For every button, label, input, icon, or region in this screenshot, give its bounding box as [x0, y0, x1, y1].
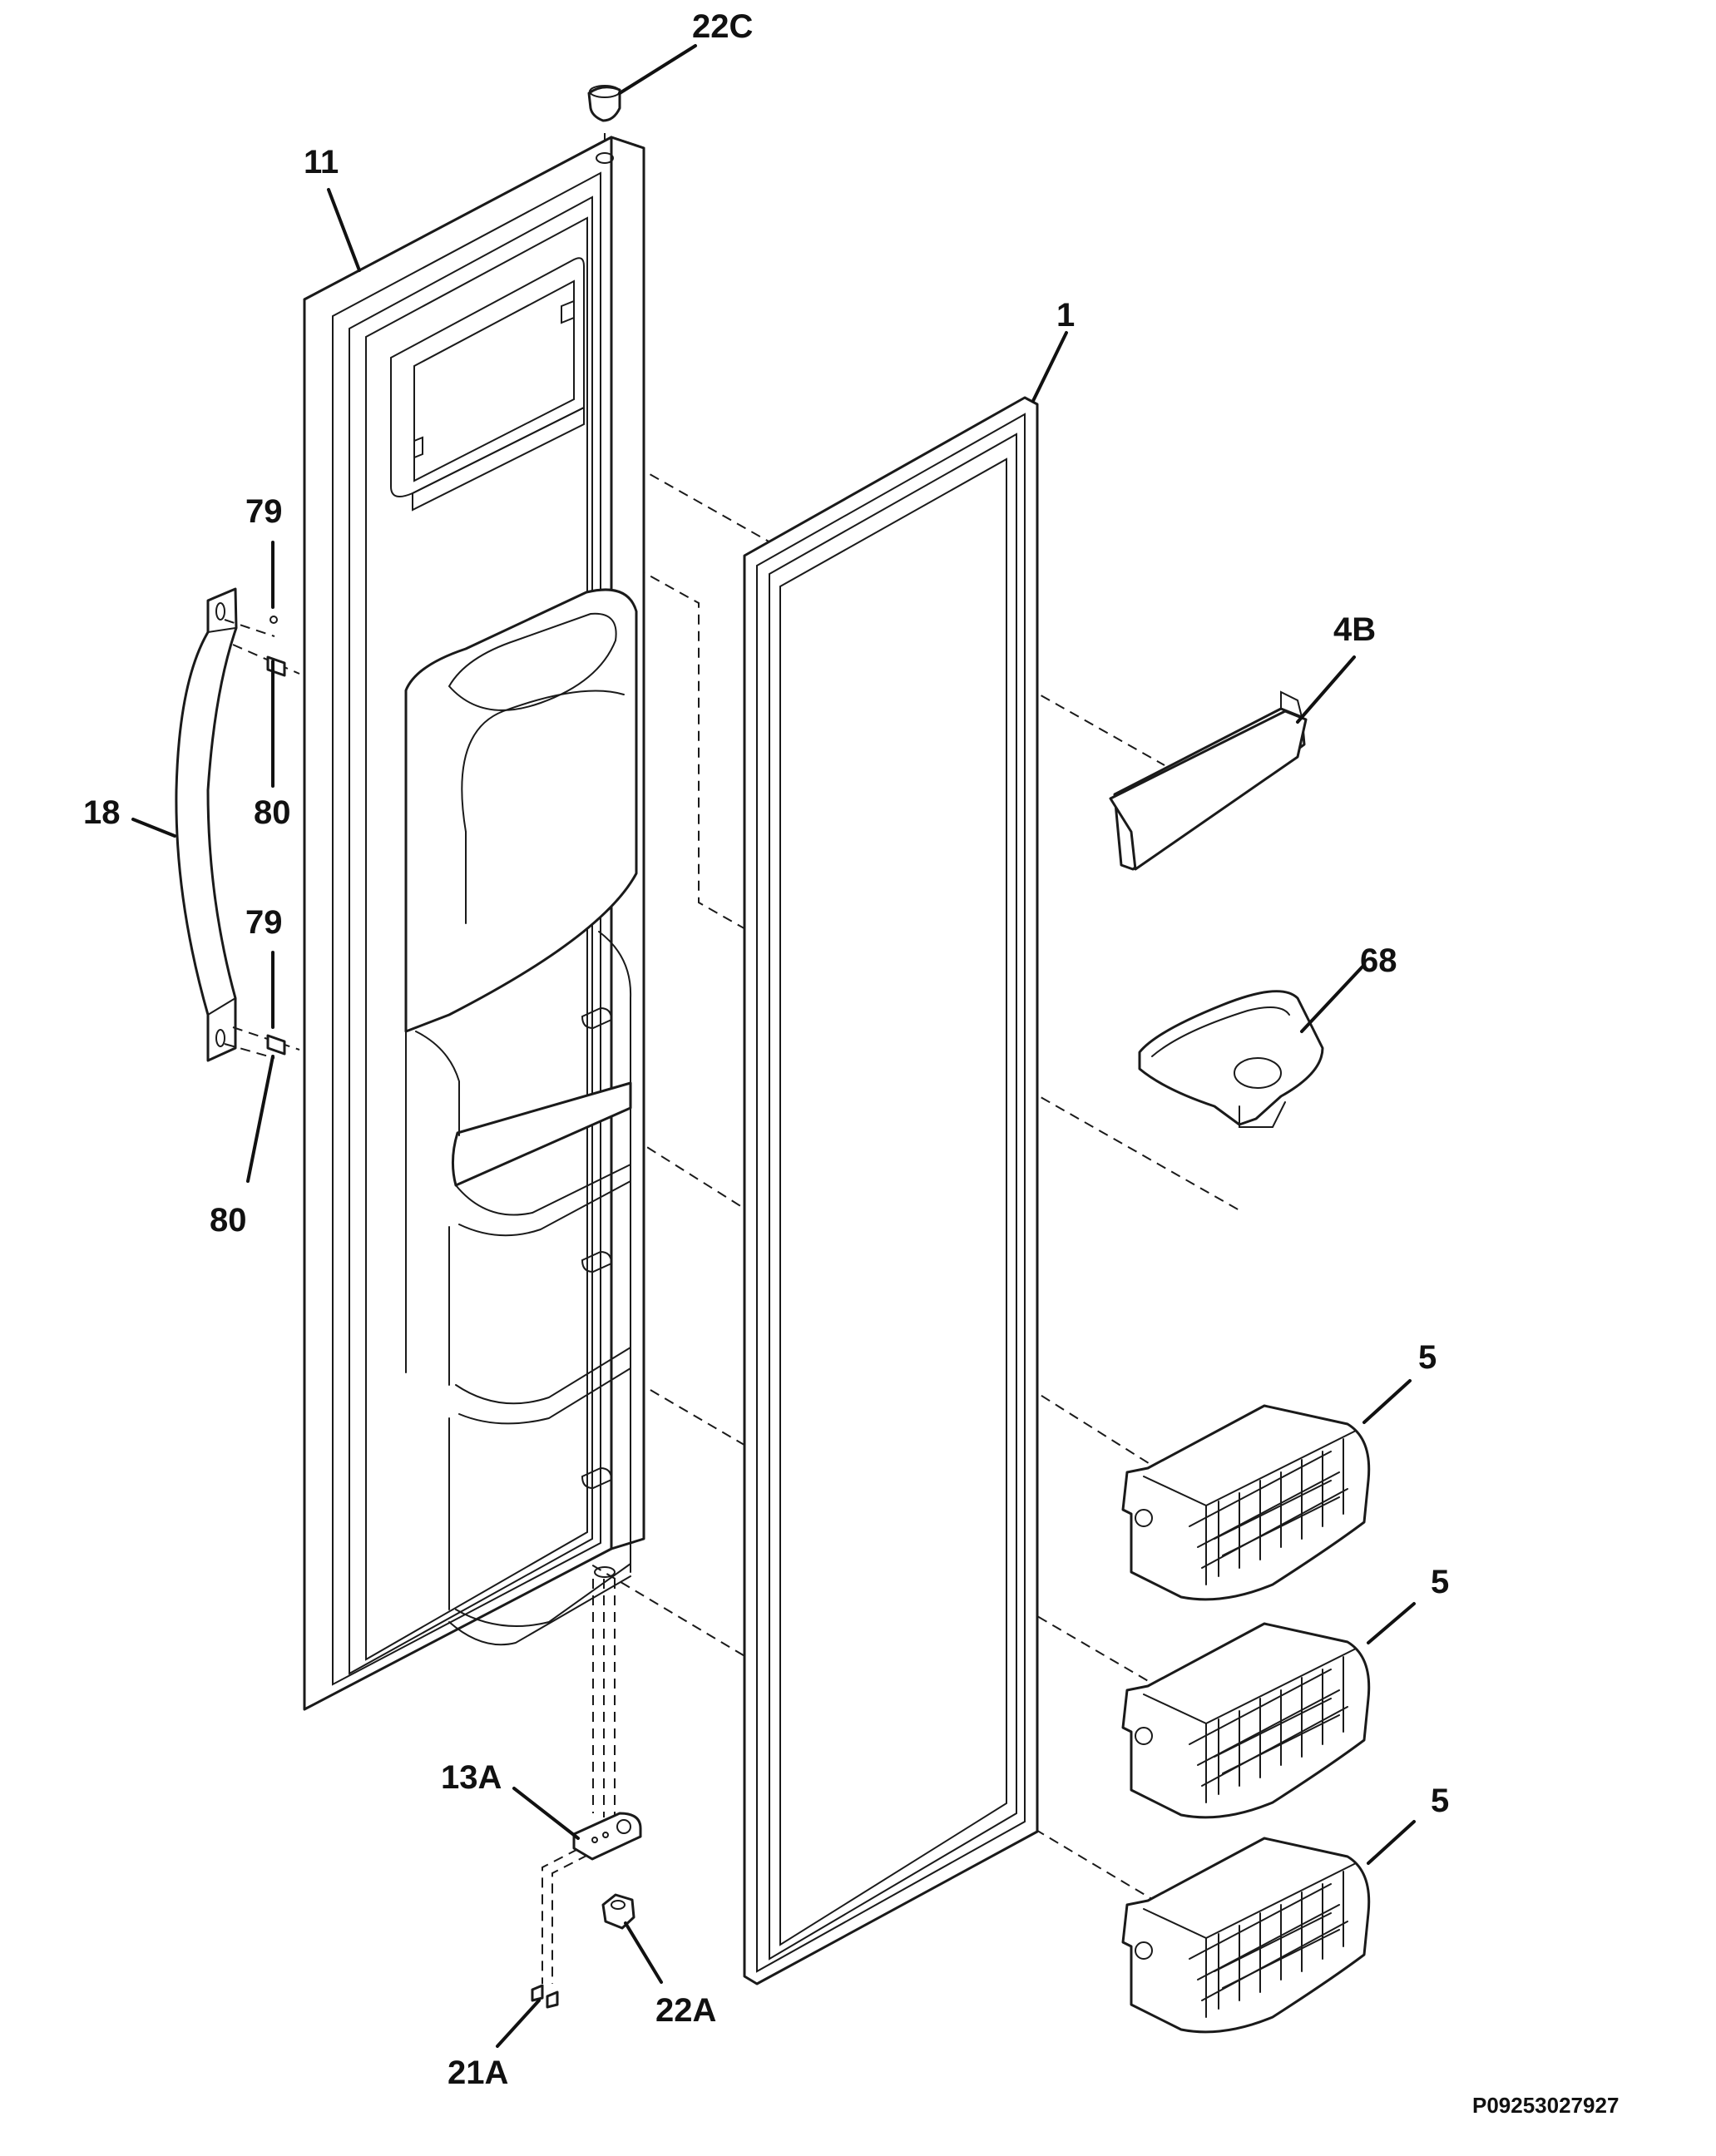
callout-80-top: 80 [254, 794, 291, 831]
callout-5-top: 5 [1418, 1339, 1437, 1376]
screws-21a [531, 1984, 559, 2009]
top-bushing-22c [587, 85, 621, 122]
reference-code: P09253027927 [1472, 2093, 1619, 2118]
handle-screws [224, 616, 300, 1059]
callout-labels: 22C 11 1 79 80 18 79 80 4B 68 5 5 5 13A … [83, 8, 1619, 2118]
callout-leaders [131, 44, 1416, 2048]
inner-door-panel [303, 136, 645, 1711]
door-handle [175, 587, 238, 1062]
callout-5-middle: 5 [1431, 1564, 1449, 1600]
door-gasket [743, 396, 1039, 1985]
callout-68: 68 [1360, 942, 1397, 979]
callout-13a: 13A [441, 1759, 502, 1796]
callout-79-bottom: 79 [245, 904, 283, 941]
door-basket-top [1121, 1404, 1371, 1601]
callout-4b: 4B [1333, 611, 1376, 648]
door-shelves [415, 931, 632, 1646]
door-basket-middle [1121, 1622, 1371, 1819]
callout-22c: 22C [692, 8, 753, 45]
callout-80-bottom: 80 [210, 1202, 247, 1239]
callout-11: 11 [304, 144, 339, 180]
callout-79-top: 79 [245, 493, 283, 530]
callout-1: 1 [1056, 297, 1075, 334]
door-basket-bottom [1121, 1837, 1371, 2034]
hinge-bracket-13a [572, 1812, 642, 1861]
callout-21a: 21A [448, 2055, 508, 2091]
ice-funnel-68 [1138, 990, 1324, 1128]
callout-18: 18 [83, 794, 121, 831]
callout-5-bottom: 5 [1431, 1783, 1449, 1819]
callout-22a: 22A [655, 1992, 716, 2029]
bearing-22a [601, 1893, 635, 1930]
door-bin-4b [1109, 690, 1308, 871]
